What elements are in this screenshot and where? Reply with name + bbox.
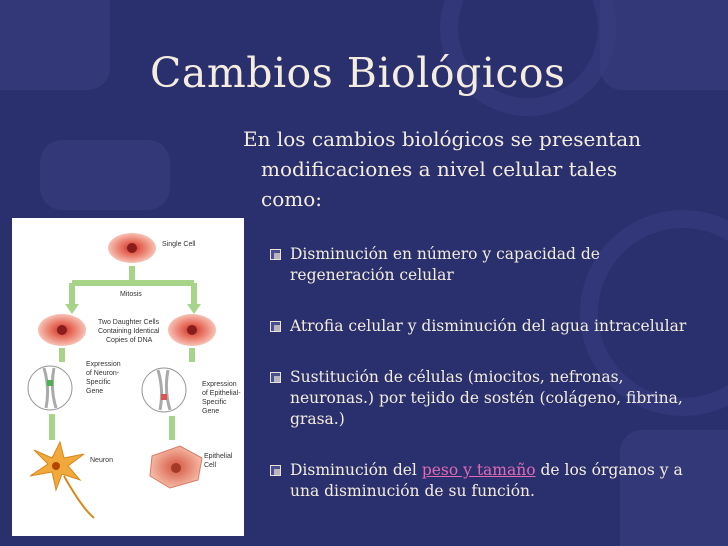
gene-marker bbox=[47, 380, 53, 386]
bullet-item: Disminución del peso y tamaño de los órg… bbox=[268, 460, 708, 502]
label-expression: Gene bbox=[202, 408, 219, 415]
square-bullet-icon bbox=[270, 465, 281, 476]
label-mitosis: Mitosis bbox=[120, 291, 142, 298]
chromosome bbox=[156, 369, 172, 411]
arrow bbox=[59, 348, 195, 362]
label-neuron: Neuron bbox=[90, 457, 113, 464]
bullet-item: Sustitución de células (miocitos, nefron… bbox=[268, 367, 708, 430]
intro-line: modificaciones a nivel celular tales bbox=[261, 157, 618, 181]
chromosome-view bbox=[27, 365, 73, 411]
bullet-text-pre: Disminución del bbox=[290, 461, 422, 479]
nucleus bbox=[57, 325, 67, 335]
bullet-text: Sustitución de células (miocitos, nefron… bbox=[290, 368, 683, 428]
gene-marker bbox=[161, 394, 167, 400]
cell-differentiation-figure: Single Cell Mitosis Two Daughter Cells C… bbox=[12, 218, 244, 536]
figure-drawing: Single Cell Mitosis Two Daughter Cells C… bbox=[27, 233, 241, 519]
arrow-head bbox=[65, 304, 79, 314]
slide-title: Cambios Biológicos bbox=[150, 49, 566, 98]
chromosome bbox=[42, 367, 58, 409]
neuron-nucleus bbox=[52, 462, 60, 470]
bullet-text: Disminución en número y capacidad de reg… bbox=[290, 245, 600, 284]
nucleus bbox=[187, 325, 197, 335]
square-bullet-icon bbox=[270, 372, 281, 383]
intro-line: En los cambios biológicos se presentan bbox=[243, 127, 642, 151]
bullet-item: Disminución en número y capacidad de reg… bbox=[268, 244, 708, 286]
label-epithelial: Epithelial bbox=[204, 453, 233, 460]
background-shape bbox=[0, 0, 110, 90]
label-expression: Specific bbox=[86, 379, 111, 386]
label-single-cell: Single Cell bbox=[162, 241, 196, 248]
label-expression: Gene bbox=[86, 388, 103, 395]
label-epithelial: Cell bbox=[204, 462, 217, 469]
label-daughter: Containing Identical bbox=[98, 328, 160, 335]
chromosome-view bbox=[141, 367, 187, 413]
square-bullet-icon bbox=[270, 321, 281, 332]
bullet-text: Atrofia celular y disminución del agua i… bbox=[290, 317, 687, 335]
arrow bbox=[49, 414, 175, 440]
peso-tamano-link[interactable]: peso y tamaño bbox=[421, 461, 536, 479]
label-daughter: Two Daughter Cells bbox=[98, 319, 160, 326]
intro-paragraph: En los cambios biológicos se presentan m… bbox=[243, 124, 703, 214]
bullet-item: Atrofia celular y disminución del agua i… bbox=[268, 316, 708, 337]
background-shape bbox=[600, 0, 728, 90]
epithelial-nucleus bbox=[171, 463, 181, 473]
square-bullet-icon bbox=[270, 249, 281, 260]
label-expression: Expression bbox=[86, 361, 121, 368]
label-expression: of Neuron- bbox=[86, 370, 120, 377]
intro-line: como: bbox=[261, 187, 322, 211]
bullet-list: Disminución en número y capacidad de reg… bbox=[268, 244, 708, 532]
label-expression: Expression bbox=[202, 381, 237, 388]
bullet-text-post: de los órganos y a una disminución de su… bbox=[290, 461, 683, 500]
arrow-head bbox=[187, 304, 201, 314]
background-shape bbox=[620, 430, 728, 546]
background-shape bbox=[40, 140, 170, 210]
label-expression: of Epithelial- bbox=[202, 390, 241, 397]
axon bbox=[63, 475, 95, 519]
label-daughter: Copies of DNA bbox=[106, 337, 153, 344]
mitosis-arrow bbox=[69, 266, 197, 306]
label-expression: Specific bbox=[202, 399, 227, 406]
nucleus bbox=[127, 243, 137, 253]
